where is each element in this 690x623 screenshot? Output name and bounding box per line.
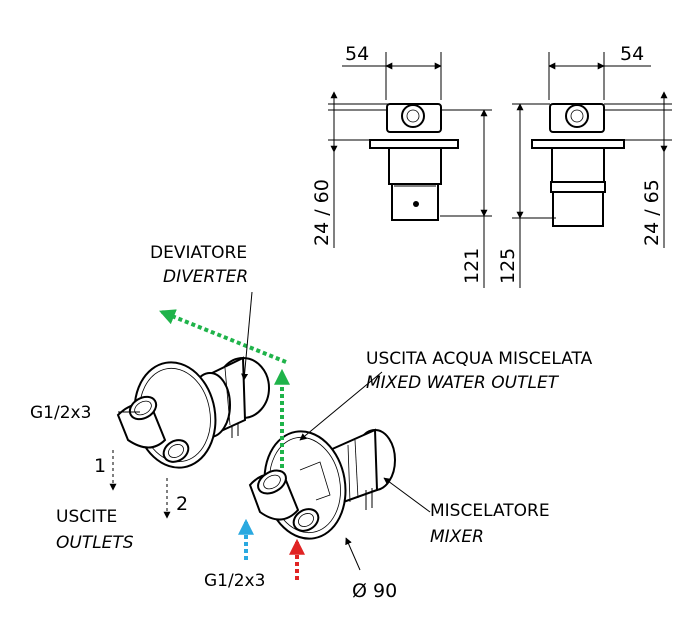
label-thread-top: G1/2x3 <box>30 403 91 423</box>
dim-top-left-width: 54 <box>345 43 369 65</box>
leader-lines <box>109 291 431 571</box>
dim-plate-diameter: Ø 90 <box>352 580 397 602</box>
label-mixer-it: MISCELATORE <box>430 501 550 521</box>
side-view-right: 54 125 24 / 65 <box>497 43 672 288</box>
dim-top-right-width: 54 <box>620 43 644 65</box>
label-mixer-en: MIXER <box>430 527 484 547</box>
label-diverter-it: DEVIATORE <box>150 243 247 263</box>
label-mixed-outlet-en: MIXED WATER OUTLET <box>366 373 560 393</box>
mixer-3d <box>248 428 396 540</box>
label-thread-bottom: G1/2x3 <box>204 571 265 591</box>
label-outlets-en: OUTLETS <box>56 533 134 553</box>
dim-left-depth: 24 / 60 <box>311 179 333 246</box>
diverter-3d <box>116 356 270 469</box>
flow-arrows <box>159 309 305 580</box>
label-outlet-2: 2 <box>176 493 188 515</box>
label-diverter-en: DIVERTER <box>163 267 248 287</box>
side-view-left: 54 24 / 60 121 <box>311 43 492 288</box>
label-mixed-outlet-it: USCITA ACQUA MISCELATA <box>366 349 593 369</box>
dim-right-height: 125 <box>497 248 519 284</box>
label-outlets-it: USCITE <box>56 507 117 527</box>
label-outlet-1: 1 <box>94 455 106 477</box>
dim-left-height: 121 <box>461 248 483 284</box>
dim-right-depth: 24 / 65 <box>641 179 663 246</box>
